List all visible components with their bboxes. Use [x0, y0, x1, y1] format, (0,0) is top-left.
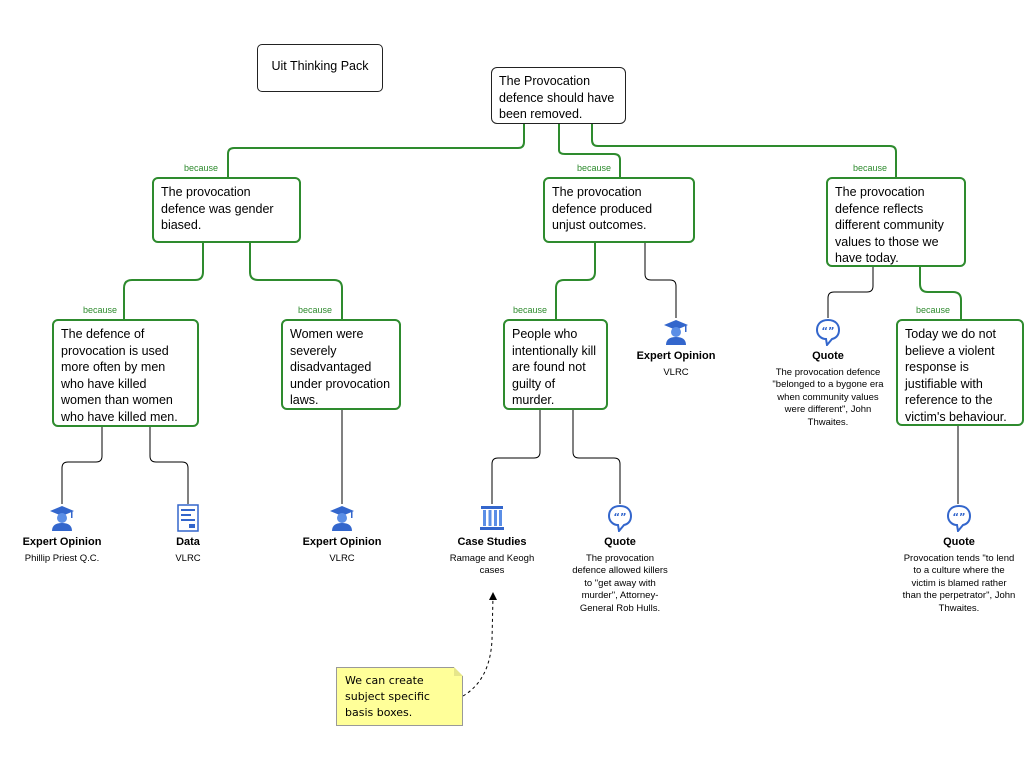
connector-ev6	[644, 242, 677, 318]
note-arrow	[462, 595, 494, 697]
evidence-type: Case Studies	[457, 536, 527, 548]
evidence-type: Expert Opinion	[302, 536, 382, 548]
sub-reason-intentional-box[interactable]: People who intentionally kill are found …	[503, 319, 608, 410]
quote-icon: “”	[607, 504, 633, 532]
evidence-node[interactable]: Expert Opinion VLRC	[292, 504, 392, 565]
sub-reason-women-text: Women were severely disadvantaged under …	[290, 327, 391, 407]
because-label: because	[83, 305, 118, 315]
evidence-type: Quote	[943, 536, 975, 548]
evidence-type: Data	[176, 536, 200, 548]
because-label: because	[298, 305, 333, 315]
because-label: because	[184, 163, 219, 173]
evidence-detail: VLRC	[175, 552, 201, 564]
evidence-detail: The provocation defence "belonged to a b…	[772, 366, 884, 428]
note-text: We can create subject specific basis box…	[345, 674, 430, 719]
expert-icon	[330, 506, 354, 531]
sub-reason-violent-box[interactable]: Today we do not believe a violent respon…	[896, 319, 1024, 426]
pack-title: Uit Thinking Pack	[271, 59, 369, 73]
connector-gender-women	[249, 242, 343, 320]
sub-reason-men-box[interactable]: The defence of provocation is used more …	[52, 319, 199, 427]
connector-ev5	[572, 410, 621, 504]
connector-community-violent	[919, 266, 962, 320]
reason-gender-box[interactable]: The provocation defence was gender biase…	[152, 177, 301, 243]
quote-icon: “”	[815, 318, 841, 346]
evidence-detail: Phillip Priest Q.C.	[24, 552, 100, 564]
svg-text:“”: “”	[952, 512, 965, 523]
connector-ev7	[827, 266, 874, 318]
connector-ev2	[149, 426, 189, 504]
evidence-node[interactable]: Data VLRC	[158, 504, 218, 565]
evidence-type: Quote	[604, 536, 636, 548]
reason-unjust-box[interactable]: The provocation defence produced unjust …	[543, 177, 695, 243]
case-studies-icon	[480, 506, 504, 530]
connector-ev4	[491, 410, 541, 504]
connector-gender-men	[123, 242, 204, 320]
evidence-node[interactable]: Expert Opinion Phillip Priest Q.C.	[12, 504, 112, 565]
note-arrowhead	[489, 592, 497, 600]
quote-icon: “”	[946, 504, 972, 532]
evidence-detail: Ramage and Keogh cases	[449, 552, 535, 577]
connector-root-community	[591, 124, 897, 178]
evidence-detail: VLRC	[663, 366, 689, 378]
evidence-type: Expert Opinion	[636, 350, 716, 362]
note-fold	[454, 667, 463, 676]
evidence-node[interactable]: “” Quote The provocation defence allowed…	[568, 504, 672, 615]
evidence-type: Expert Opinion	[22, 536, 102, 548]
evidence-node[interactable]: Case Studies Ramage and Keogh cases	[442, 504, 542, 578]
reason-community-text: The provocation defence reflects differe…	[835, 185, 944, 265]
evidence-node[interactable]: Expert Opinion VLRC	[626, 318, 726, 379]
reason-gender-text: The provocation defence was gender biase…	[161, 185, 274, 232]
because-label: because	[577, 163, 612, 173]
evidence-node[interactable]: “” Quote Provocation tends "to lend to a…	[902, 504, 1016, 615]
sub-reason-men-text: The defence of provocation is used more …	[61, 327, 178, 424]
because-label: because	[916, 305, 951, 315]
connector-root-gender	[227, 124, 525, 178]
evidence-type: Quote	[812, 350, 844, 362]
evidence-detail: The provocation defence allowed killers …	[572, 552, 668, 614]
because-label: because	[513, 305, 548, 315]
evidence-node[interactable]: “” Quote The provocation defence "belong…	[770, 318, 886, 429]
sticky-note[interactable]: We can create subject specific basis box…	[336, 667, 463, 726]
evidence-detail: Provocation tends "to lend to a culture …	[902, 552, 1016, 614]
expert-icon	[664, 320, 688, 345]
svg-text:“”: “”	[613, 512, 626, 523]
root-claim-text: The Provocation defence should have been…	[499, 74, 615, 121]
svg-text:“”: “”	[821, 326, 834, 337]
expert-icon	[50, 506, 74, 531]
because-label: because	[853, 163, 888, 173]
connector-ev1	[61, 426, 103, 504]
root-claim-box[interactable]: The Provocation defence should have been…	[491, 67, 626, 124]
connector-root-unjust	[558, 124, 621, 178]
pack-title-box[interactable]: Uit Thinking Pack	[257, 44, 383, 92]
sub-reason-women-box[interactable]: Women were severely disadvantaged under …	[281, 319, 401, 410]
data-icon	[177, 504, 199, 532]
sub-reason-violent-text: Today we do not believe a violent respon…	[905, 327, 1007, 424]
reason-unjust-text: The provocation defence produced unjust …	[552, 185, 653, 232]
reason-community-box[interactable]: The provocation defence reflects differe…	[826, 177, 966, 267]
sub-reason-intentional-text: People who intentionally kill are found …	[512, 327, 597, 407]
evidence-detail: VLRC	[329, 552, 355, 564]
connector-unjust-intentional	[555, 242, 596, 320]
